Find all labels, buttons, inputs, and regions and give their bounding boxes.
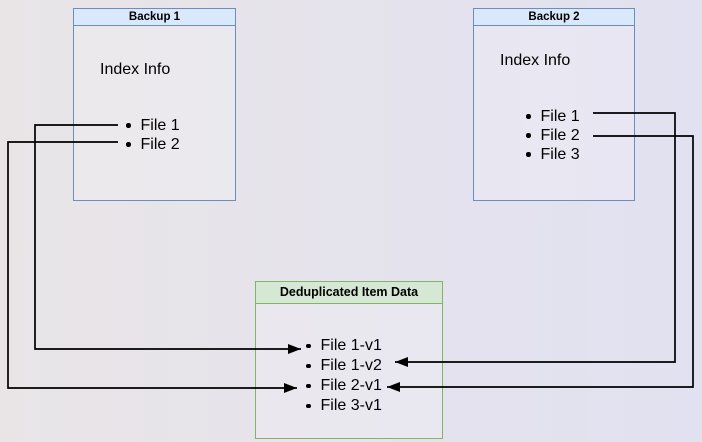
bullet-icon: [306, 343, 311, 349]
backup1-file2-label: File 2: [140, 135, 180, 153]
backup1-file-list: File 1 File 2: [126, 116, 180, 154]
backup2-file1-label: File 1: [540, 107, 580, 125]
backup2-title: Backup 2: [474, 9, 634, 26]
bullet-icon: [126, 123, 131, 128]
bullet-icon: [306, 383, 311, 389]
dedup-file1v2-label: File 1-v2: [320, 357, 382, 374]
bullet-icon: [526, 114, 531, 119]
list-item: File 2: [126, 135, 180, 154]
dedup-title: Deduplicated Item Data: [256, 282, 442, 304]
list-item: File 2-v1: [306, 376, 382, 396]
backup2-file-list: File 1 File 2 File 3: [526, 107, 580, 164]
bullet-icon: [526, 133, 531, 138]
bullet-icon: [126, 142, 131, 147]
dedup-file1v1-label: File 1-v1: [320, 337, 382, 354]
list-item: File 3-v1: [306, 396, 382, 416]
bullet-icon: [306, 403, 311, 409]
list-item: File 1: [526, 107, 580, 126]
backup2-index-info-label: Index Info: [500, 52, 571, 69]
bullet-icon: [526, 152, 531, 157]
backup2-file2-label: File 2: [540, 126, 580, 144]
backup2-file3-label: File 3: [540, 145, 580, 163]
dedup-file-list: File 1-v1 File 1-v2 File 2-v1 File 3-v1: [306, 336, 382, 416]
bullet-icon: [306, 363, 311, 369]
backup1-index-info-label: Index Info: [100, 61, 171, 78]
list-item: File 3: [526, 145, 580, 164]
backup1-title: Backup 1: [74, 9, 235, 26]
list-item: File 2: [526, 126, 580, 145]
backup1-file1-label: File 1: [140, 116, 180, 134]
list-item: File 1: [126, 116, 180, 135]
dedup-file2v1-label: File 2-v1: [320, 377, 382, 394]
dedup-file3v1-label: File 3-v1: [320, 397, 382, 414]
list-item: File 1-v1: [306, 336, 382, 356]
backup1-box: Backup 1: [73, 8, 236, 201]
list-item: File 1-v2: [306, 356, 382, 376]
backup2-box: Backup 2: [473, 8, 635, 201]
